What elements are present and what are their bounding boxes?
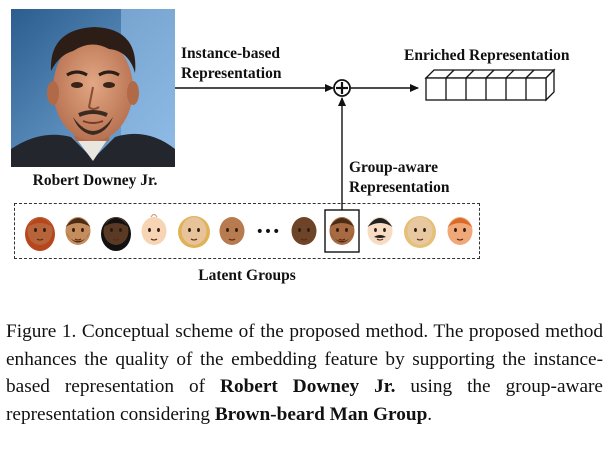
caption-bold-group: Brown-beard Man Group — [214, 403, 428, 425]
latent-groups-box — [14, 203, 480, 259]
caption-text-2: using the group-aware representation con… — [6, 376, 603, 425]
group-face-icon-11 — [447, 217, 473, 245]
diagram-connectors — [175, 68, 556, 210]
group-face-icon-8 — [324, 209, 360, 253]
instance-label-line2: Representation — [181, 65, 282, 82]
robert-downey-jr-photo — [11, 9, 175, 167]
caption-text-3: . — [427, 403, 433, 425]
highlight-frame — [324, 209, 360, 253]
instance-label-line1: Instance-based — [181, 45, 281, 62]
group-face-icon-9 — [367, 217, 393, 245]
enriched-label: Enriched Representation — [404, 47, 570, 64]
ellipsis-dots: ••• — [256, 224, 281, 240]
enriched-vector-icon — [424, 68, 556, 102]
caption-text-1: Figure 1. Conceptual scheme of the propo… — [6, 321, 603, 397]
group-face-icon-6 — [219, 217, 245, 245]
figure-caption: Figure 1. Conceptual scheme of the propo… — [6, 318, 603, 428]
group-face-icon-3 — [101, 217, 131, 251]
group-face-icon-4 — [141, 213, 167, 245]
person-name-label: Robert Downey Jr. — [32, 172, 158, 189]
group-aware-label-line1: Group-aware — [349, 159, 438, 176]
aggregation-plus-icon — [333, 79, 351, 97]
group-face-icon-5 — [178, 216, 210, 248]
group-face-icon-7 — [291, 217, 317, 245]
group-face-icon-1 — [25, 217, 55, 251]
group-face-icon-2 — [65, 217, 91, 245]
caption-bold-name: Robert Downey Jr. — [220, 376, 396, 397]
group-aware-label-line2: Representation — [349, 179, 450, 196]
group-face-icon-10 — [404, 216, 436, 248]
latent-group-faces: ••• — [25, 209, 473, 253]
latent-groups-label: Latent Groups — [198, 267, 296, 284]
